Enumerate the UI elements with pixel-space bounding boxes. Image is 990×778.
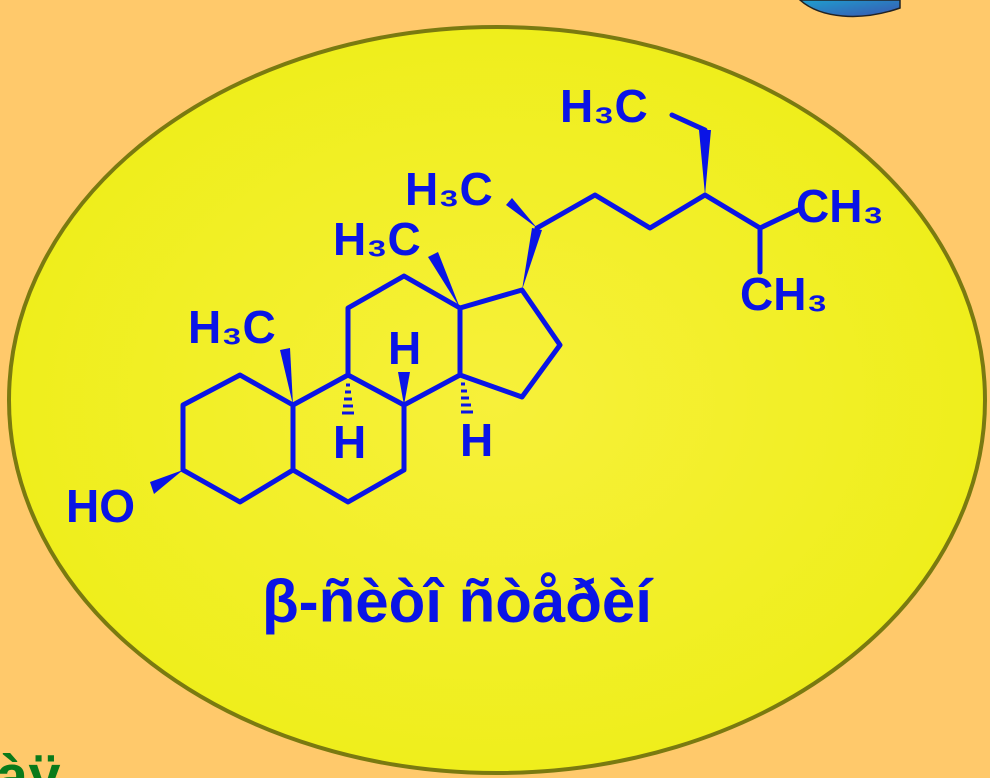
ring-d — [457, 287, 563, 400]
wedge-c24 — [699, 130, 711, 195]
wedge-ho — [150, 470, 183, 494]
label-h3c-ethyl: H₃C — [560, 80, 648, 132]
label-h-c8: H — [388, 322, 421, 374]
label-h-c14: H — [460, 414, 493, 466]
ring-c — [345, 273, 463, 408]
wedge-c19 — [280, 348, 293, 405]
side-chain — [534, 192, 801, 231]
ethyl-chain — [669, 112, 708, 133]
atom-labels: H₃C H₃C H₃C H₃C CH₃ CH₃ H H H HO — [66, 80, 884, 532]
molecule-ellipse — [7, 25, 987, 775]
wedge-c8h — [398, 372, 410, 405]
label-h-c9: H — [333, 416, 366, 468]
wedge-c17 — [522, 228, 542, 290]
wedge-bonds — [150, 130, 711, 494]
ring-b — [290, 372, 407, 505]
wedge-c21 — [506, 198, 537, 228]
corner-text: àÿ — [0, 744, 61, 778]
label-ch3-iso1: CH₃ — [796, 180, 884, 232]
hashed-bonds — [342, 382, 473, 415]
label-h3c-c18: H₃C — [333, 213, 421, 265]
label-ho: HO — [66, 480, 135, 532]
corner-decoration-shape — [798, 0, 901, 18]
label-h3c-side: H₃C — [405, 163, 493, 215]
molecule-caption: β-ñèòî ñòåðèí — [262, 568, 654, 635]
label-h3c-c19: H₃C — [188, 301, 276, 353]
label-ch3-iso2: CH₃ — [740, 268, 828, 320]
wedge-c18 — [428, 252, 460, 308]
bond-skeleton — [180, 112, 801, 505]
